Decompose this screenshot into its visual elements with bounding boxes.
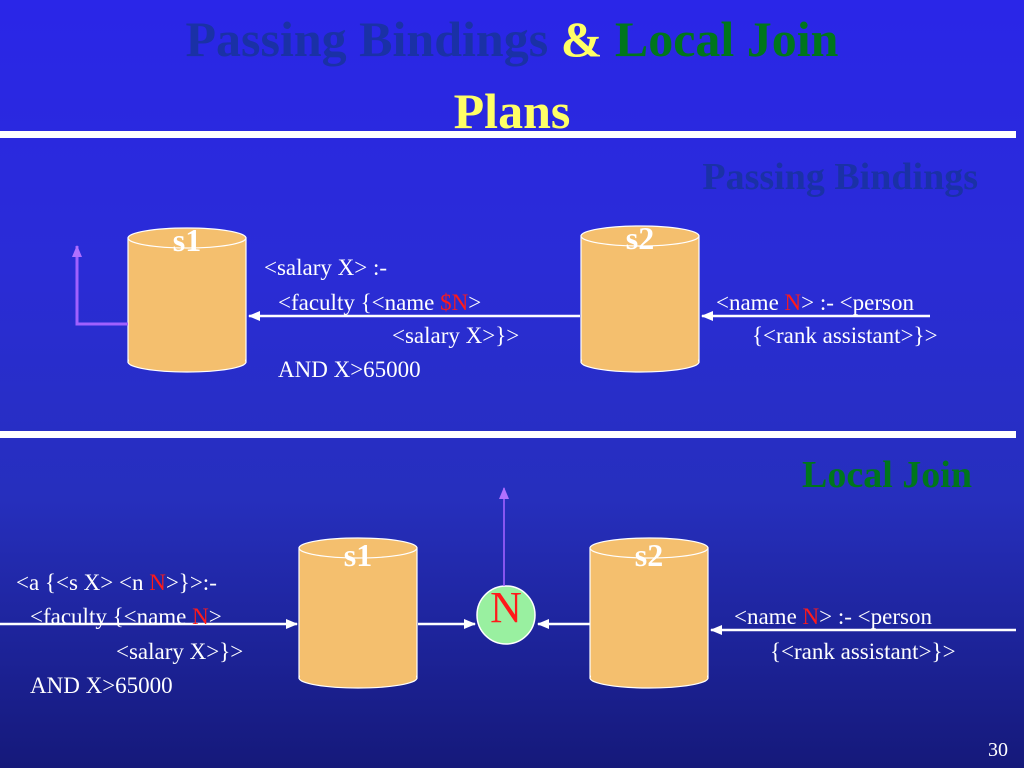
passing-query-s1-line1: <salary X> :- [264, 255, 388, 280]
s2-cylinder-local [589, 537, 709, 689]
purple-output-arrow-passing [72, 245, 128, 326]
s1-label-local: s1 [343, 537, 373, 573]
s2-label-local: s2 [634, 537, 664, 573]
s1-cylinder-local [298, 537, 418, 689]
s2-label-passing: s2 [625, 220, 655, 256]
s2-cylinder-passing [580, 225, 700, 373]
local-query-s1-line4: AND X>65000 [30, 673, 173, 698]
variable-dollar-n: $N [440, 290, 469, 315]
join-node-label: N [490, 583, 522, 632]
top-separator [0, 131, 1016, 138]
middle-separator [0, 431, 1016, 438]
title-plans: Plans [453, 83, 571, 139]
title-passing-bindings: Passing Bindings [185, 11, 549, 67]
title-local-join: Local Join [614, 11, 839, 67]
passing-query-s1-line4: AND X>65000 [278, 357, 421, 382]
s1-cylinder-passing [127, 227, 247, 373]
slide-title-line1: Passing Bindings & Local Join [0, 14, 1024, 64]
local-query-s1-line2: <faculty {<name N> [30, 604, 222, 629]
s1-label-passing: s1 [172, 222, 202, 258]
local-query-s1-line3: <salary X>}> [116, 639, 244, 664]
variable-n: N [192, 604, 209, 629]
title-ampersand: & [560, 11, 603, 67]
passing-query-s2-line2: {<rank assistant>}> [752, 323, 938, 348]
page-number: 30 [988, 739, 1008, 761]
section-heading-local-join: Local Join [802, 454, 972, 496]
passing-query-s1-line3: <salary X>}> [392, 323, 520, 348]
section-heading-passing-bindings: Passing Bindings [702, 156, 978, 198]
variable-n: N [802, 604, 820, 629]
variable-n: N [784, 290, 802, 315]
local-query-s2-line2: {<rank assistant>}> [770, 639, 956, 664]
passing-query-s1-line2: <faculty {<name $N> [278, 290, 482, 315]
join-node-circle [476, 585, 536, 645]
local-query-s1-line1: <a {<s X> <n N>}>:- [16, 570, 217, 595]
passing-query-s2-line1: <name N> :- <person [716, 290, 914, 315]
variable-n: N [149, 570, 166, 595]
local-query-s2-line1: <name N> :- <person [734, 604, 932, 629]
